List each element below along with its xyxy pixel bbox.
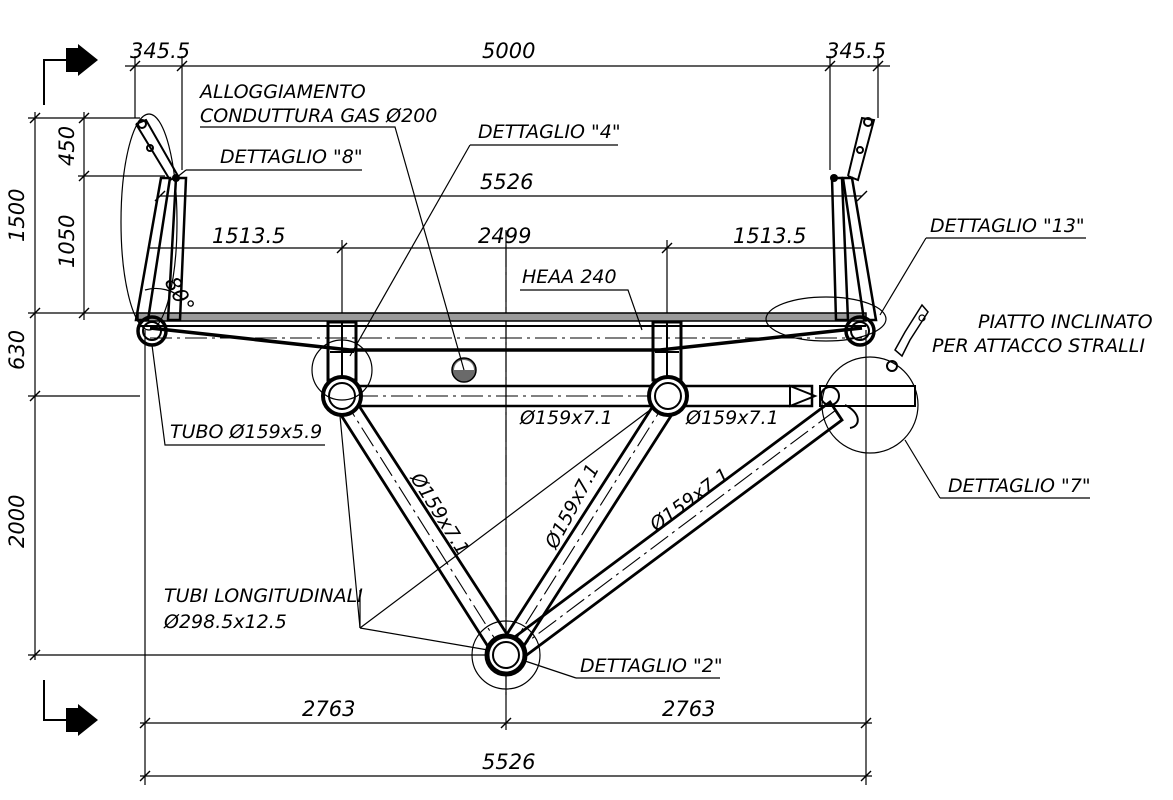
label-cross-tube-1: Ø159x7.1: [519, 407, 613, 429]
longitudinal-tube-bottom: [484, 633, 528, 677]
label-diag-tube-3: Ø159x7.1: [645, 464, 734, 537]
dim-truss-depth: 2000: [5, 495, 29, 548]
label-inclined-plate-line1: PIATTO INCLINATO: [978, 311, 1153, 333]
diagonal-struts: [331, 393, 844, 663]
label-inclined-plate-line2: PER ATTACCO STRALLI: [932, 335, 1145, 357]
label-longitudinal-line1: TUBI LONGITUDINALI: [164, 585, 363, 607]
label-tube-side: TUBO Ø159x5.9: [170, 421, 322, 443]
label-detail-7: DETTAGLIO "7": [948, 475, 1091, 497]
right-railing: [830, 116, 878, 322]
label-detail-13: DETTAGLIO "13": [930, 215, 1085, 237]
cross-tube: [354, 384, 818, 408]
section-marker-bottom: [43, 680, 98, 736]
left-vertical-dimensions: [28, 112, 490, 661]
dim-center-segment: 2499: [478, 224, 531, 248]
detail-4-circle: [311, 339, 373, 401]
longitudinal-tube-right: [647, 375, 689, 417]
dim-bottom-right-half: 2763: [662, 697, 715, 721]
detail-7-circle: [821, 356, 919, 454]
detail-8-circle: [120, 113, 178, 331]
dim-left-segment: 1513.5: [212, 224, 285, 248]
dim-top-left-overhang: 345.5: [130, 39, 190, 63]
dim-height-middle: 1050: [55, 215, 79, 268]
dim-right-segment: 1513.5: [733, 224, 806, 248]
right-side-tube: [844, 315, 876, 347]
dim-bottom-left-half: 2763: [302, 697, 355, 721]
label-gas-pipe-line2: CONDUTTURA GAS Ø200: [200, 105, 437, 127]
right-post: [651, 320, 683, 382]
detail-2-circle: [471, 620, 541, 690]
angle-arc: [144, 287, 185, 301]
label-detail-4: DETTAGLIO "4": [478, 121, 621, 143]
label-gas-pipe-line1: ALLOGGIAMENTO: [198, 81, 366, 103]
left-side-tube: [136, 315, 168, 347]
label-detail-8: DETTAGLIO "8": [220, 146, 363, 168]
top-dimension-line: [125, 56, 890, 170]
stay-attachment: [819, 303, 929, 429]
dim-height-total: 1500: [5, 189, 29, 242]
detail-13-circle: [765, 296, 887, 342]
dim-bottom-total: 5526: [482, 750, 535, 774]
dim-deck-depth: 630: [5, 330, 29, 370]
dim-upper-width: 5526: [480, 170, 533, 194]
section-marker-top: [43, 44, 98, 105]
longitudinal-tube-left: [321, 375, 363, 417]
label-beam: HEAA 240: [522, 266, 617, 288]
label-cross-tube-2: Ø159x7.1: [685, 407, 779, 429]
dim-top-right-overhang: 345.5: [826, 39, 886, 63]
label-diag-tube-2: Ø159x7.1: [541, 460, 604, 553]
dim-height-top: 450: [55, 126, 79, 166]
dim-top-span: 5000: [482, 39, 535, 63]
leader-lines: [151, 126, 1090, 679]
label-diag-tube-1: Ø159x7.1: [405, 468, 473, 559]
label-detail-2: DETTAGLIO "2": [580, 655, 723, 677]
label-longitudinal-line2: Ø298.5x12.5: [163, 611, 287, 633]
deck-plate: [137, 312, 867, 352]
left-post: [326, 320, 358, 382]
